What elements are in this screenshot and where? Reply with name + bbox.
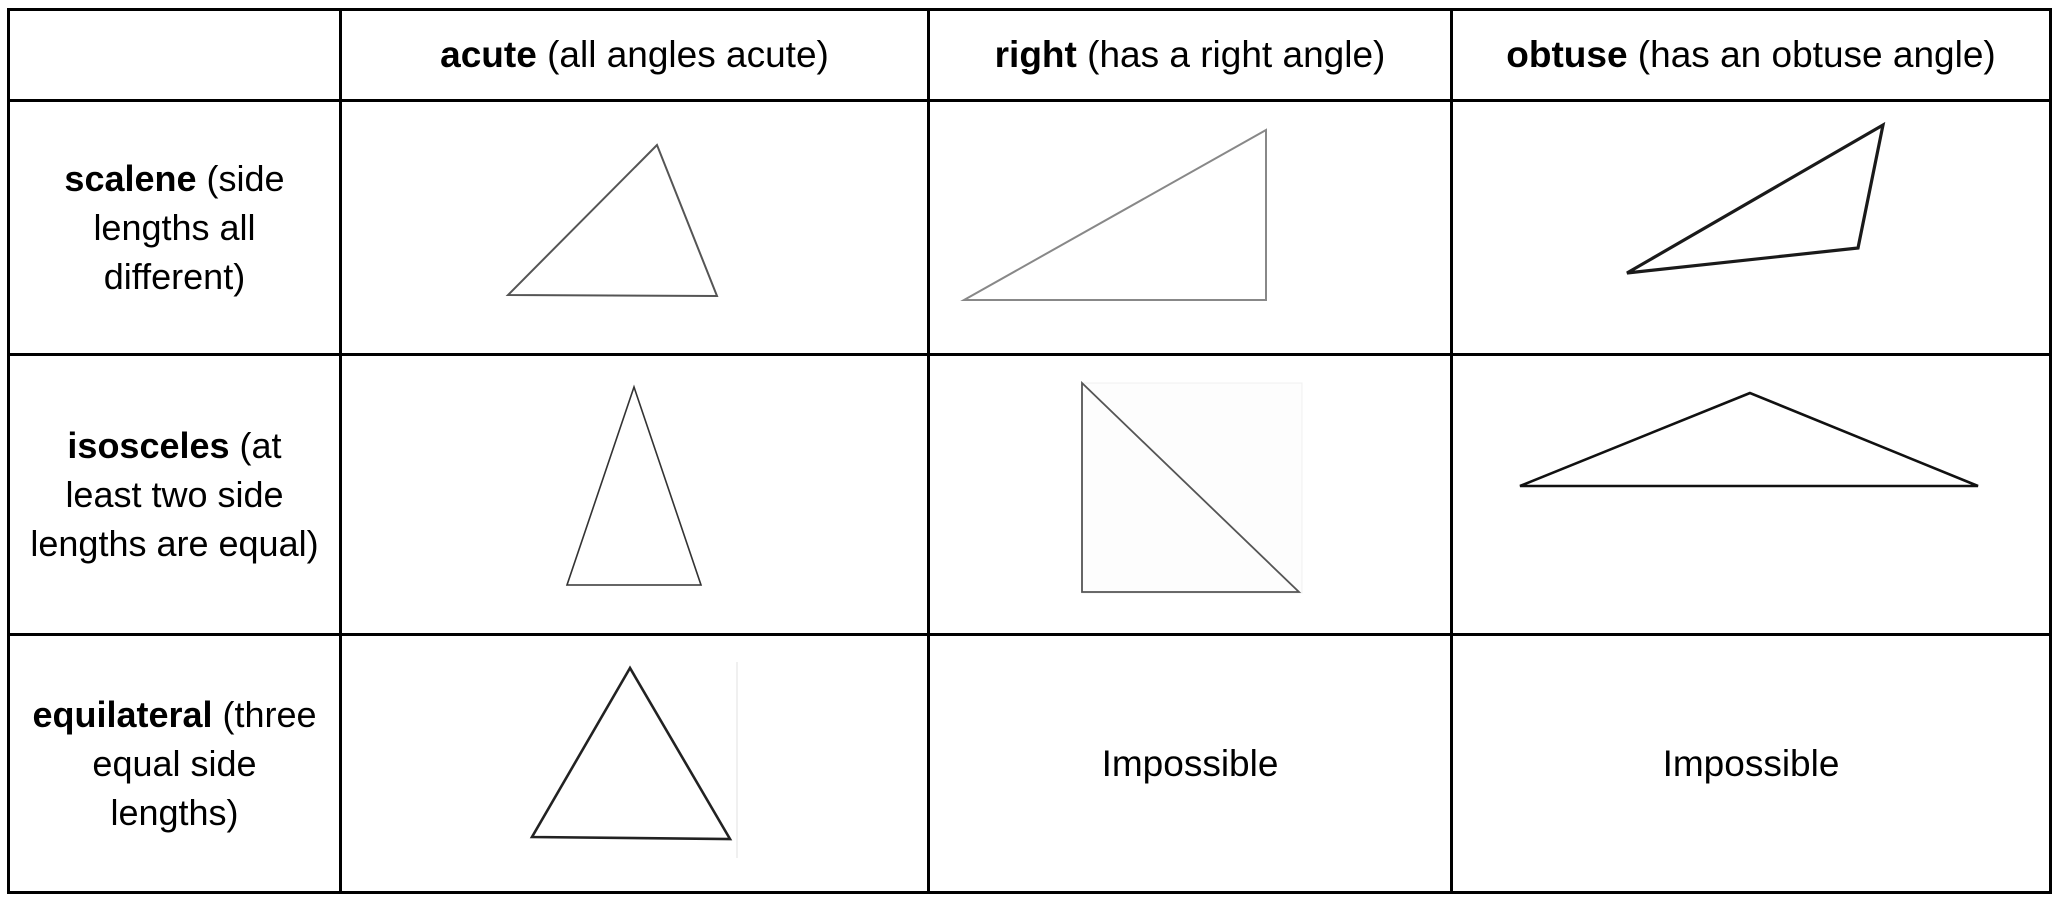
column-header-obtuse: obtuse (has an obtuse angle): [1453, 11, 2049, 99]
column-header-right-term: right: [994, 34, 1077, 75]
row-label-isosceles-description: (at least two side lengths are equal): [30, 425, 319, 564]
isosceles-acute-triangle-icon: [565, 384, 703, 586]
scalene-right-triangle-icon: [960, 128, 1267, 301]
row-label-equilateral-term: equilateral: [32, 694, 213, 735]
row-label-scalene: scalene (side lengths all different): [10, 102, 339, 353]
isosceles-obtuse-triangle-icon: [1519, 391, 1979, 488]
grid-line-col1: [339, 8, 342, 894]
row-label-isosceles: isosceles (at least two side lengths are…: [10, 356, 339, 633]
grid-line-bottom: [7, 891, 2052, 894]
equilateral-acute-triangle-icon: [529, 665, 733, 841]
isosceles-right-triangle-icon: [1081, 380, 1302, 593]
column-header-acute-term: acute: [440, 34, 537, 75]
column-header-right-description: (has a right angle): [1076, 34, 1386, 75]
column-header-obtuse-term: obtuse: [1506, 34, 1628, 75]
column-header-obtuse-description: (has an obtuse angle): [1627, 34, 1996, 75]
grid-line-row2-bottom: [7, 633, 2052, 636]
grid-line-col3: [1450, 8, 1453, 894]
row-label-scalene-description: (side lengths all different): [93, 158, 285, 297]
impossible-label-right: Impossible: [1101, 742, 1279, 784]
column-header-right: right (has a right angle): [930, 11, 1450, 99]
grid-line-left: [7, 8, 10, 894]
row-label-equilateral: equilateral (three equal side lengths): [10, 636, 339, 891]
grid-line-top: [7, 8, 2052, 11]
scalene-acute-triangle-icon: [505, 143, 719, 298]
impossible-label-obtuse: Impossible: [1662, 742, 1840, 784]
row-label-isosceles-term: isosceles: [67, 425, 230, 466]
cell-equilateral-right: Impossible: [930, 636, 1450, 891]
grid-line-row1-bottom: [7, 353, 2052, 356]
column-header-acute-description: (all angles acute): [536, 34, 829, 75]
grid-line-right: [2049, 8, 2052, 894]
grid-line-col2: [927, 8, 930, 894]
row-label-equilateral-description: (three equal side lengths): [92, 694, 317, 833]
scalene-obtuse-triangle-icon: [1626, 121, 1886, 275]
cell-equilateral-obtuse: Impossible: [1453, 636, 2049, 891]
column-header-acute: acute (all angles acute): [342, 11, 927, 99]
grid-line-header-bottom: [7, 99, 2052, 102]
row-label-scalene-term: scalene: [64, 158, 197, 199]
